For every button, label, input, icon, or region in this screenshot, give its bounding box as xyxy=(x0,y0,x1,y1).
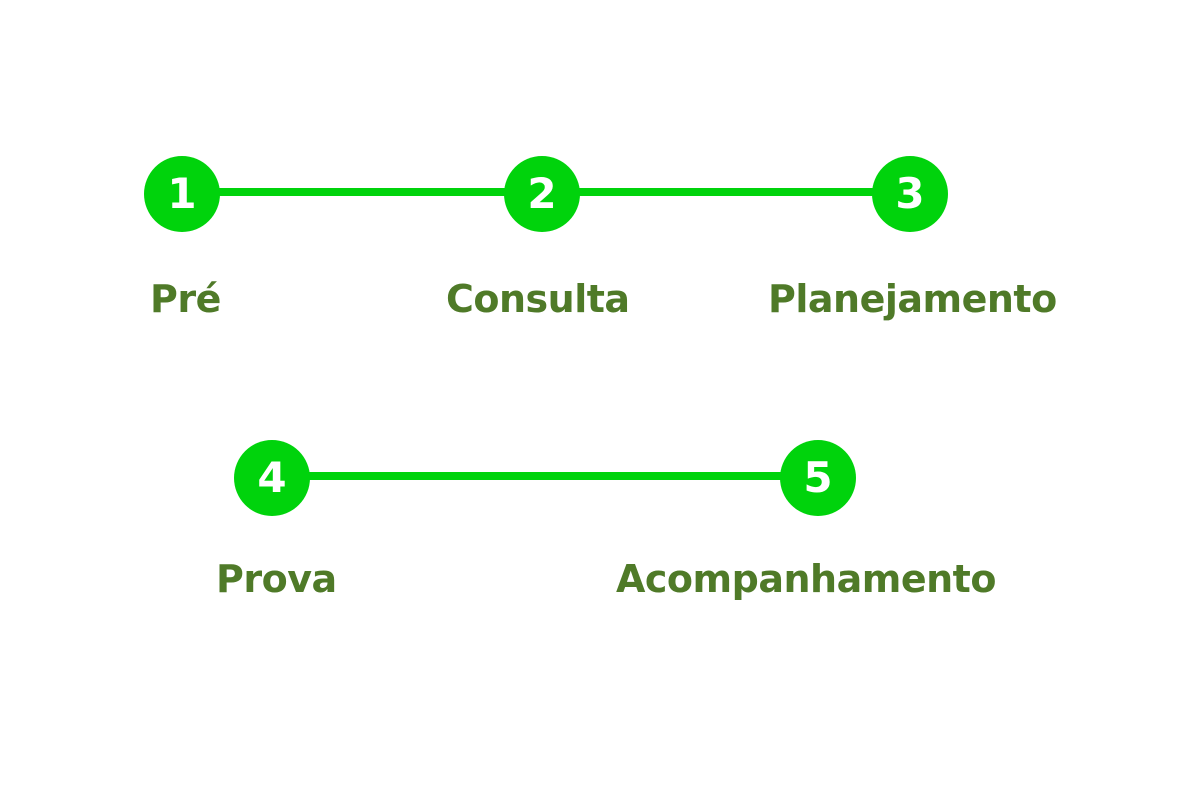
connector-1-2 xyxy=(182,188,542,196)
step-3-number: 3 xyxy=(895,169,925,218)
step-5-number: 5 xyxy=(803,453,833,502)
step-5-label: Acompanhamento xyxy=(616,557,996,601)
step-2-label: Consulta xyxy=(446,277,630,321)
step-4-label: Prova xyxy=(216,557,337,601)
step-4-circle: 4 xyxy=(234,440,310,516)
step-5-circle: 5 xyxy=(780,440,856,516)
step-2-number: 2 xyxy=(527,169,557,218)
step-3-circle: 3 xyxy=(872,156,948,232)
step-1-label: Pré xyxy=(150,277,221,321)
step-2-circle: 2 xyxy=(504,156,580,232)
connector-4-5 xyxy=(272,472,818,480)
step-3-label: Planejamento xyxy=(768,277,1057,321)
step-4-number: 4 xyxy=(257,453,287,502)
step-1-circle: 1 xyxy=(144,156,220,232)
connector-2-3 xyxy=(542,188,910,196)
step-1-number: 1 xyxy=(167,169,197,218)
